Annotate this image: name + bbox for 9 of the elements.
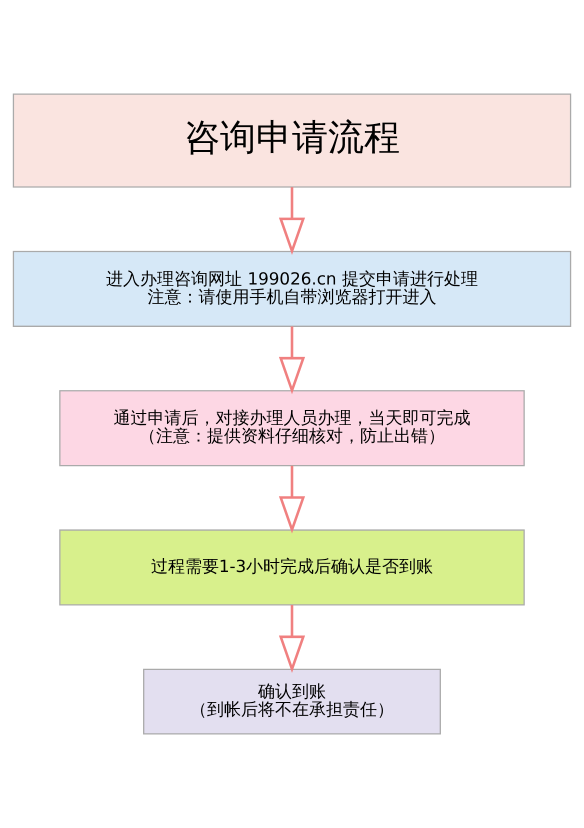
arrow [278,326,306,394]
node-box: 过程需要1-3小时完成后确认是否到账 [59,529,525,606]
arrow [278,187,306,255]
arrow [278,466,306,534]
node-box: 通过申请后，对接办理人员办理，当天即可完成 （注意：提供资料仔细核对，防止出错） [59,390,525,466]
node-box: 咨询申请流程 [12,94,572,188]
node-box: 进入办理咨询网址 199026.cn 提交申请进行处理 注意：请使用手机自带浏览器打开进入 [12,250,572,327]
arrow [278,605,306,673]
node-box: 确认到账 （到帐后将不在承担责任） [143,668,441,734]
